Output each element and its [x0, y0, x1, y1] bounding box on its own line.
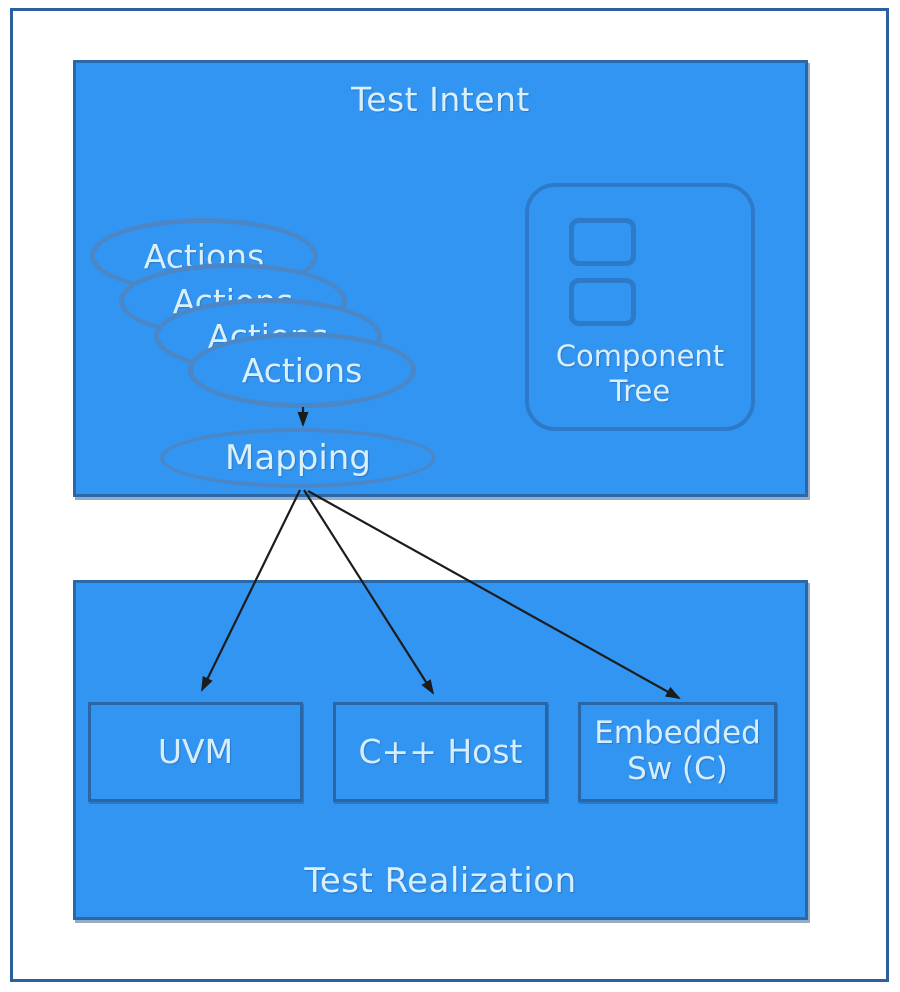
component-node-icon: [569, 278, 636, 326]
actions-ellipse-front: Actions: [188, 332, 416, 408]
embedded-sw-label: Embedded Sw (C): [594, 715, 761, 787]
component-tree-box: Component Tree: [525, 183, 755, 431]
test-realization-title: Test Realization: [304, 861, 577, 901]
test-realization-panel: UVM C++ Host Embedded Sw (C) Test Realiz…: [73, 580, 808, 920]
embedded-sw-box: Embedded Sw (C): [578, 702, 777, 802]
test-intent-panel: Test Intent Actions Actions Actions Acti…: [73, 60, 808, 497]
actions-label: Actions: [241, 350, 363, 390]
test-intent-title: Test Intent: [351, 80, 530, 119]
uvm-label: UVM: [157, 732, 234, 772]
component-tree-label: Component Tree: [555, 339, 725, 408]
mapping-ellipse: Mapping: [160, 428, 436, 488]
uvm-box: UVM: [88, 702, 303, 802]
component-node-icon: [569, 218, 636, 266]
cpp-host-box: C++ Host: [333, 702, 548, 802]
mapping-label: Mapping: [225, 438, 371, 478]
cpp-host-label: C++ Host: [358, 732, 523, 772]
